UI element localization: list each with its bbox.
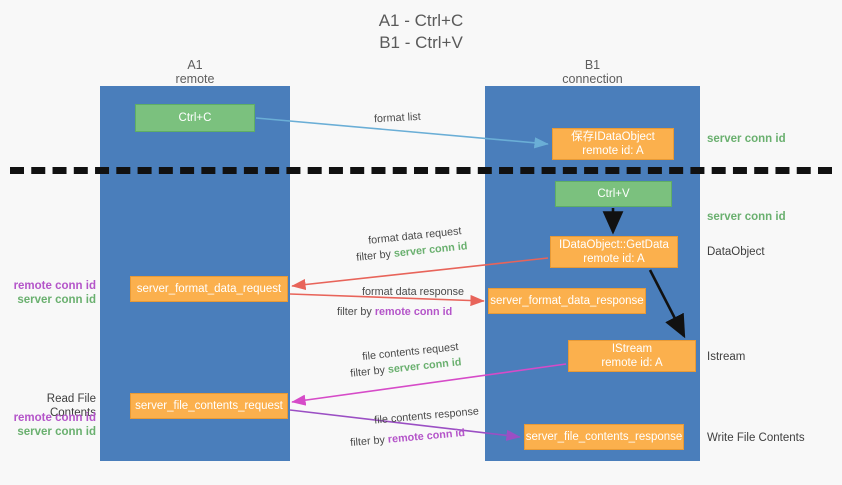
- node-server-file-contents-response-label: server_file_contents_response: [525, 431, 683, 443]
- label-server-conn-id-1: server conn id: [17, 294, 96, 306]
- label-dataobject: DataObject: [707, 246, 765, 258]
- page-title: A1 - Ctrl+C B1 - Ctrl+V: [0, 10, 842, 54]
- node-ctrl-c-label: Ctrl+C: [178, 112, 212, 124]
- phase-divider-dashed-line: [10, 167, 832, 174]
- caption-file-contents-response-text: file contents response: [373, 405, 480, 427]
- lane-header-a1-role: remote: [175, 72, 215, 86]
- caption-file-contents-response: file contents response: [374, 404, 480, 427]
- caption-file-contents-response-filter-prefix: filter by: [349, 433, 389, 449]
- node-istream-line1: IStream: [611, 343, 653, 355]
- node-store-idataobject-line1: 保存IDataObject: [571, 131, 655, 143]
- node-server-format-data-request-label: server_format_data_request: [136, 283, 282, 295]
- label-remote-conn-id-1: remote conn id: [13, 280, 96, 292]
- caption-file-contents-request-filter-prefix: filter by: [349, 363, 389, 380]
- caption-file-contents-response-filter-key: remote conn id: [387, 427, 466, 446]
- label-read-file-contents: Read File Contents: [46, 393, 96, 419]
- node-idataobject-getdata[interactable]: IDataObject::GetData remote id: A: [550, 236, 678, 268]
- lane-header-b1: B1 connection: [485, 58, 700, 86]
- node-server-file-contents-request[interactable]: server_file_contents_request: [130, 393, 288, 419]
- label-remote-conn-id-2: remote conn id: [13, 412, 96, 424]
- caption-format-data-response-filter-prefix: filter by: [337, 306, 375, 318]
- node-idataobject-getdata-line2: remote id: A: [583, 253, 645, 265]
- node-server-format-data-response[interactable]: server_format_data_response: [488, 288, 646, 314]
- label-server-conn-id-top: server conn id: [707, 133, 786, 145]
- node-ctrl-v[interactable]: Ctrl+V: [555, 181, 672, 207]
- node-ctrl-v-label: Ctrl+V: [597, 188, 630, 200]
- caption-format-data-response-text: format data response: [362, 286, 465, 298]
- lane-header-b1-role: connection: [562, 72, 623, 86]
- node-istream[interactable]: IStream remote id: A: [568, 340, 696, 372]
- label-server-conn-id-2: server conn id: [17, 426, 96, 438]
- title-line-2: B1 - Ctrl+V: [379, 33, 463, 52]
- node-store-idataobject-line2: remote id: A: [582, 145, 644, 157]
- lane-header-a1-name: A1: [187, 58, 203, 72]
- label-conn-ids-upper: remote conn id server conn id: [8, 279, 96, 307]
- caption-format-data-response: format data response: [362, 285, 464, 299]
- node-server-file-contents-request-label: server_file_contents_request: [135, 400, 283, 412]
- node-ctrl-c[interactable]: Ctrl+C: [135, 104, 255, 132]
- label-server-conn-id-mid: server conn id: [707, 211, 786, 223]
- node-server-format-data-response-label: server_format_data_response: [490, 295, 644, 307]
- node-server-format-data-request[interactable]: server_format_data_request: [130, 276, 288, 302]
- caption-format-list: format list: [374, 110, 421, 126]
- node-istream-line2: remote id: A: [601, 357, 663, 369]
- label-conn-ids-lower: remote conn id server conn id: [8, 411, 96, 439]
- lane-header-a1: A1 remote: [100, 58, 290, 86]
- node-server-file-contents-response[interactable]: server_file_contents_response: [524, 424, 684, 450]
- caption-format-data-request-filter-prefix: filter by: [355, 247, 395, 264]
- label-istream: Istream: [707, 351, 746, 363]
- caption-format-data-response-filter: filter by remote conn id: [337, 305, 452, 319]
- caption-format-list-text: format list: [373, 110, 422, 126]
- label-write-file-contents: Write File Contents: [707, 432, 805, 444]
- caption-format-data-response-filter-key: remote conn id: [374, 306, 453, 318]
- caption-file-contents-response-filter: filter by remote conn id: [350, 426, 466, 450]
- node-idataobject-getdata-line1: IDataObject::GetData: [559, 239, 669, 251]
- title-line-1: A1 - Ctrl+C: [378, 11, 464, 30]
- lane-header-b1-name: B1: [584, 58, 601, 72]
- node-store-idataobject[interactable]: 保存IDataObject remote id: A: [552, 128, 674, 160]
